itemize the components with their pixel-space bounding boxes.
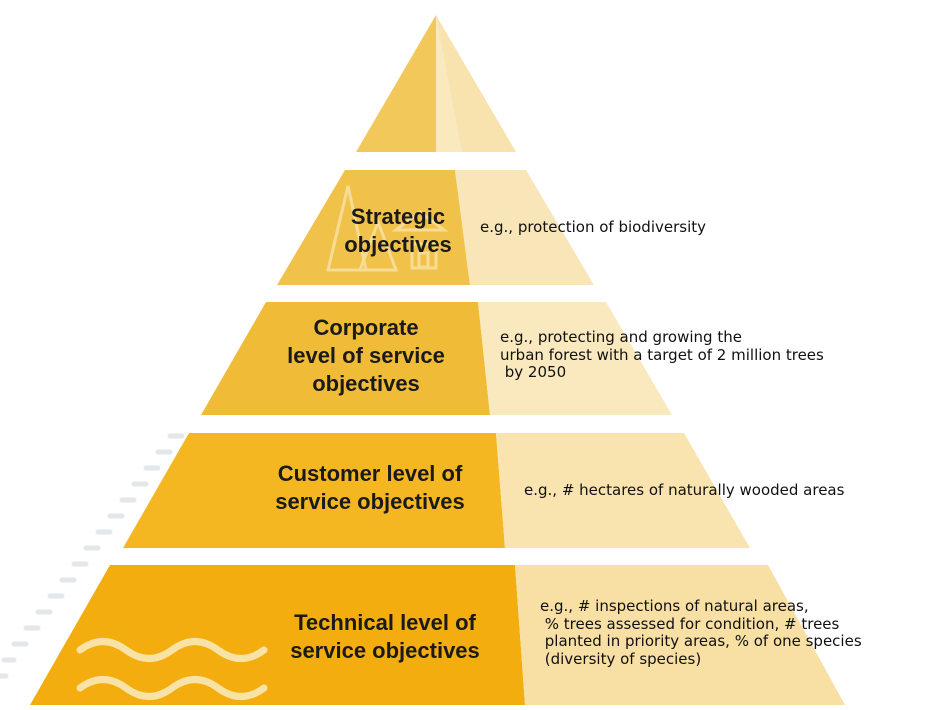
water-waves-decoration: [76, 638, 268, 700]
tier-apex-left: [356, 15, 436, 152]
tier-customer-right: [496, 433, 750, 548]
label-line: objectives: [312, 370, 420, 396]
example-line: e.g., protecting and growing the: [500, 328, 742, 346]
example-line: e.g., # hectares of naturally wooded are…: [524, 481, 845, 499]
label-line: service objectives: [275, 488, 465, 514]
label-line: Strategic: [350, 204, 446, 229]
tier-apex-top-light: [436, 15, 462, 152]
landscape-decoration: [326, 185, 449, 272]
tier-apex-right: [436, 15, 516, 152]
corporate-objectives-label: Corporate level of service objectives: [248, 314, 484, 398]
tier-strategic-left: [277, 170, 470, 285]
example-line: urban forest with a target of 2 million …: [500, 345, 824, 364]
example-line: e.g., # inspections of natural areas,: [540, 597, 809, 615]
example-line: e.g., protection of biodiversity: [480, 218, 707, 236]
strategic-example-text: e.g., protection of biodiversity: [480, 218, 707, 237]
technical-objectives-label: Technical level of service objectives: [254, 609, 516, 665]
tier-technical-right: [515, 565, 845, 705]
label-line: Technical level of: [294, 610, 476, 635]
corporate-example-text: e.g., protecting and growing the urban f…: [500, 328, 824, 382]
tier-technical-left: [30, 565, 525, 705]
label-line: level of service: [287, 342, 445, 368]
tier-strategic-right: [455, 170, 594, 285]
customer-example-text: e.g., # hectares of naturally wooded are…: [524, 481, 845, 500]
example-line: planted in priority areas, % of one spec…: [540, 632, 862, 651]
label-line: Corporate: [313, 315, 419, 340]
strategic-objectives-label: Strategic objectives: [318, 203, 478, 259]
label-line: objectives: [344, 231, 452, 257]
label-line: service objectives: [290, 637, 480, 663]
stairs-decoration: [0, 433, 185, 679]
example-line: % trees assessed for condition, # trees: [540, 614, 840, 633]
customer-objectives-label: Customer level of service objectives: [232, 460, 508, 516]
label-line: Customer level of: [277, 461, 463, 486]
example-line: by 2050: [500, 363, 567, 382]
tier-customer-left: [123, 433, 505, 548]
technical-example-text: e.g., # inspections of natural areas, % …: [540, 597, 862, 669]
example-line: (diversity of species): [540, 650, 702, 669]
tier-corporate-right: [478, 302, 672, 415]
tier-corporate-left: [201, 302, 490, 415]
